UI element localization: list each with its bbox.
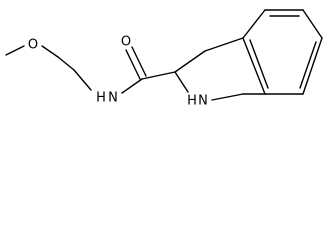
- atom-hydrogen-ring: H: [187, 94, 197, 109]
- bond-oxygen-ch2: [41, 45, 59, 58]
- bond-ring-n-c1: [211, 93, 244, 101]
- bond-group: [5, 9, 323, 101]
- bond-c6-c7: [302, 9, 323, 39]
- bond-c7-c8: [302, 37, 323, 95]
- bond-carbonyl-double-2: [131, 46, 147, 77]
- bond-carbonyl-c3: [141, 71, 176, 80]
- atom-oxygen-carbonyl: O: [121, 35, 131, 50]
- bond-aromatic-inner-3: [249, 39, 269, 89]
- bond-c3-ring-n: [174, 71, 189, 93]
- bond-aromatic-inner-2: [299, 41, 317, 89]
- atom-oxygen-ether: O: [28, 38, 38, 53]
- atom-labels: O O N H N H: [28, 35, 208, 109]
- molecule-structure: O O N H N H: [5, 9, 323, 109]
- bond-c3-c4: [174, 50, 206, 73]
- bond-c4-c4a: [204, 37, 244, 52]
- bond-ch2-ch2: [57, 56, 75, 71]
- bond-methyl-oxygen: [5, 45, 25, 56]
- bond-amide-n-carbonyl: [121, 78, 143, 94]
- atom-nitrogen-ring: N: [198, 94, 208, 109]
- atom-nitrogen-amide: N: [108, 91, 118, 106]
- atom-hydrogen-amide: H: [96, 91, 106, 106]
- bond-carbonyl-double-1: [125, 49, 141, 80]
- bond-c4a-c5: [242, 9, 266, 39]
- bond-c8a-c4a: [242, 37, 266, 95]
- bond-ch2-amide-n: [73, 69, 92, 91]
